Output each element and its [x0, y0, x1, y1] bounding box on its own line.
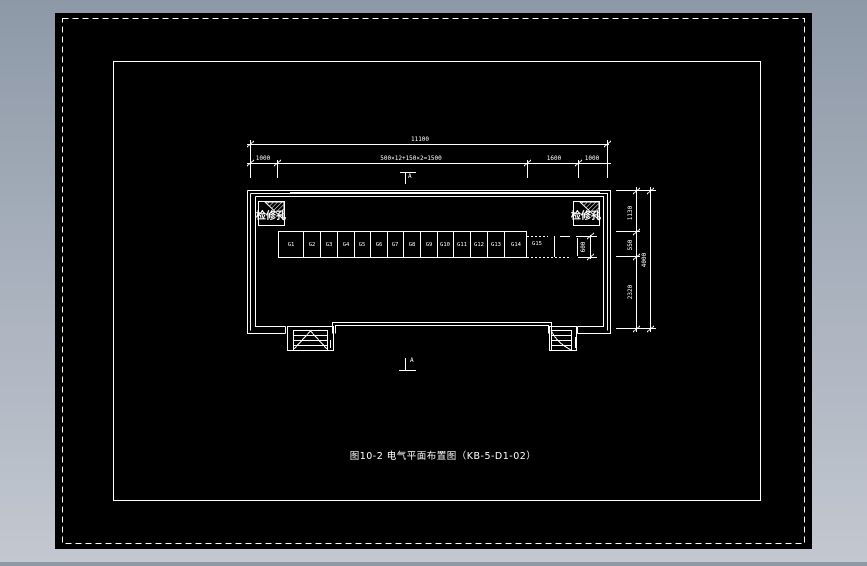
drawing-frame [113, 61, 761, 501]
cabinet-row: G1 G2 G3 G4 G5 G6 G7 G8 G9 G10 G11 G12 G… [278, 231, 527, 258]
section-marker-bottom: A [399, 357, 416, 371]
cabinet-label: G4 [343, 242, 350, 248]
cabinet-label: G12 [474, 242, 484, 248]
drawing-sheet [55, 13, 812, 549]
cabinet-label: G8 [409, 242, 416, 248]
dim-right-3: 2320 [627, 284, 634, 299]
cabinet-label: G10 [440, 242, 450, 248]
dim-right-2: 550 [627, 239, 634, 250]
cabinet-label: G7 [392, 242, 399, 248]
dim-cabinet-depth: 600 [580, 241, 587, 252]
cabinet-label: G14 [511, 242, 522, 248]
svg-text:A: A [410, 357, 414, 364]
dim-right-1: 1130 [627, 205, 634, 220]
section-marker-top: A [400, 172, 416, 184]
left-stair [287, 326, 334, 351]
cabinet-label: G5 [359, 242, 366, 248]
svg-text:A: A [408, 173, 412, 180]
dim-seg-4: 1000 [585, 155, 600, 162]
room-right: 检修孔 [571, 201, 601, 226]
building-walls [247, 190, 611, 334]
paper-boundary [62, 18, 805, 544]
dim-seg-2: 500×12+150×2=1500 [380, 155, 442, 162]
cabinet-label: G1 [288, 242, 295, 248]
cabinet-label: G6 [376, 242, 383, 248]
cabinet-label: G11 [457, 242, 467, 248]
dim-seg-3: 1600 [547, 155, 562, 162]
right-stair [549, 326, 577, 351]
drawing-caption: 图10-2 电气平面布置图（KB-5-D1-02） [350, 450, 537, 462]
room-label-right: 检修孔 [571, 209, 601, 222]
dim-right-overall: 4000 [641, 252, 648, 267]
reserved-cabinet: G15 600 [527, 232, 597, 261]
cabinet-label: G3 [326, 242, 333, 248]
reserved-cabinet-label: G15 [532, 241, 542, 247]
cabinet-label: G13 [491, 242, 501, 248]
dim-overall: 11100 [411, 136, 429, 143]
right-dimensions: 1130 550 2320 4000 [616, 187, 656, 333]
room-left: 检修孔 [256, 201, 286, 226]
cabinet-label: G2 [309, 242, 316, 248]
room-label-left: 检修孔 [256, 209, 286, 222]
dim-seg-1: 1000 [256, 155, 271, 162]
cabinet-label: G9 [426, 242, 433, 248]
top-dimensions: 11100 1000 500×12+150×2=1500 1600 1000 [246, 136, 612, 178]
